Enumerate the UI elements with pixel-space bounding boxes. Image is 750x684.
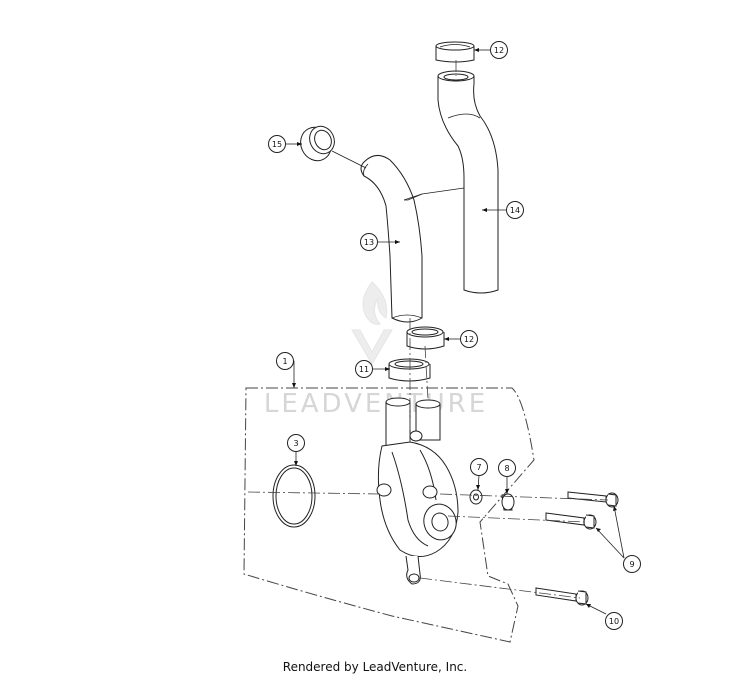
part-1-water-pump [376, 397, 459, 585]
part-10-bolt [535, 587, 589, 606]
svg-text:12: 12 [464, 335, 474, 344]
svg-text:1: 1 [282, 357, 287, 366]
callout-7: 7 [470, 458, 488, 476]
callout-15: 15 [268, 135, 286, 153]
part-12-lower-clamp [406, 326, 445, 350]
part-9-bolt-upper [567, 491, 619, 508]
watermark-text: LEADVENTURE [264, 389, 488, 419]
part-14-hose [437, 70, 499, 294]
part-1-outline [243, 387, 535, 643]
part-8-spacer [501, 493, 515, 511]
svg-text:13: 13 [364, 238, 374, 247]
part-12-top-clamp [435, 41, 475, 63]
part-7-washer [469, 489, 483, 505]
callout-14: 14 [506, 201, 524, 219]
svg-text:7: 7 [476, 463, 481, 472]
assembly-centerlines [247, 60, 609, 599]
svg-text:14: 14 [510, 206, 520, 215]
callout-3: 3 [287, 434, 305, 452]
part-11-clamp [388, 358, 431, 382]
svg-text:10: 10 [609, 617, 619, 626]
svg-text:8: 8 [504, 464, 509, 473]
callout-13: 13 [360, 233, 378, 251]
svg-text:3: 3 [293, 439, 298, 448]
svg-text:15: 15 [272, 140, 282, 149]
callout-8: 8 [498, 459, 516, 477]
svg-text:11: 11 [359, 365, 369, 374]
footer-credit: Rendered by LeadVenture, Inc. [282, 660, 468, 674]
callout-9: 9 [623, 555, 641, 573]
callout-12-lower: 12 [460, 330, 478, 348]
callout-1: 1 [276, 352, 294, 370]
part-3-o-ring [272, 464, 316, 528]
callout-12-top: 12 [490, 41, 508, 59]
svg-text:9: 9 [629, 560, 634, 569]
part-15-clamp [300, 125, 335, 162]
svg-text:12: 12 [494, 46, 504, 55]
watermark-logo [351, 281, 393, 365]
leader-arrowheads [292, 48, 617, 608]
callout-10: 10 [605, 612, 623, 630]
part-13-hose [360, 155, 423, 323]
callout-11: 11 [355, 360, 373, 378]
part-9-bolt-lower [545, 512, 597, 530]
